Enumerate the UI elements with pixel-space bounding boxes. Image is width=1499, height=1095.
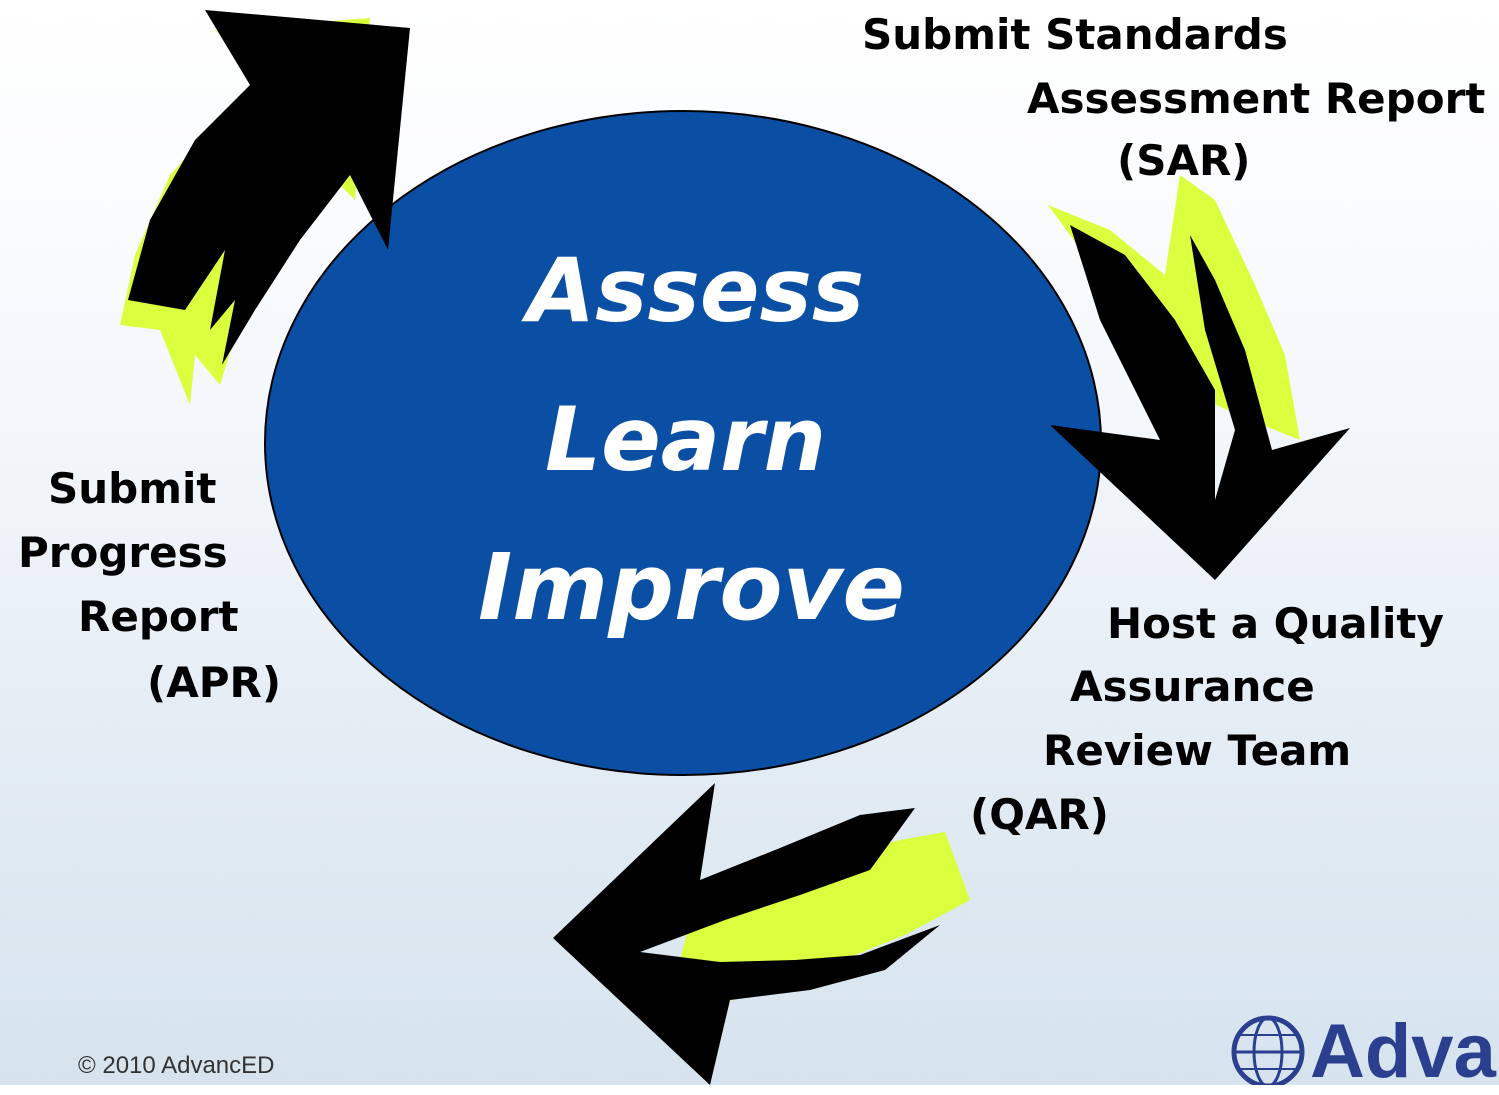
- advanced-logo-text: Advan: [1310, 1009, 1499, 1094]
- qar-label-line-4: (QAR): [970, 790, 1109, 839]
- apr-label-line-2: Progress: [18, 528, 228, 577]
- center-word-learn: Learn: [545, 388, 827, 491]
- qar-label-line-2: Assurance: [1070, 662, 1315, 711]
- qar-label-line-1: Host a Quality: [1107, 599, 1444, 648]
- sar-label-line-2: Assessment Report: [1027, 74, 1486, 123]
- copyright-text: © 2010 AdvancED: [78, 1052, 275, 1079]
- arrow-up-right-icon: [120, 10, 410, 405]
- qar-label-line-3: Review Team: [1043, 726, 1352, 775]
- arrow-down-icon: [1048, 175, 1350, 580]
- sar-label-line-1: Submit Standards: [862, 10, 1288, 59]
- globe-logo-icon: [1231, 1015, 1305, 1085]
- center-word-assess: Assess: [527, 239, 865, 342]
- apr-label-line-4: (APR): [147, 658, 282, 707]
- apr-label-line-3: Report: [78, 592, 239, 641]
- arrow-left-icon: [553, 783, 970, 1085]
- sar-label-line-3: (SAR): [1117, 136, 1251, 185]
- center-word-improve: Improve: [478, 534, 905, 641]
- apr-label-line-1: Submit: [48, 464, 217, 513]
